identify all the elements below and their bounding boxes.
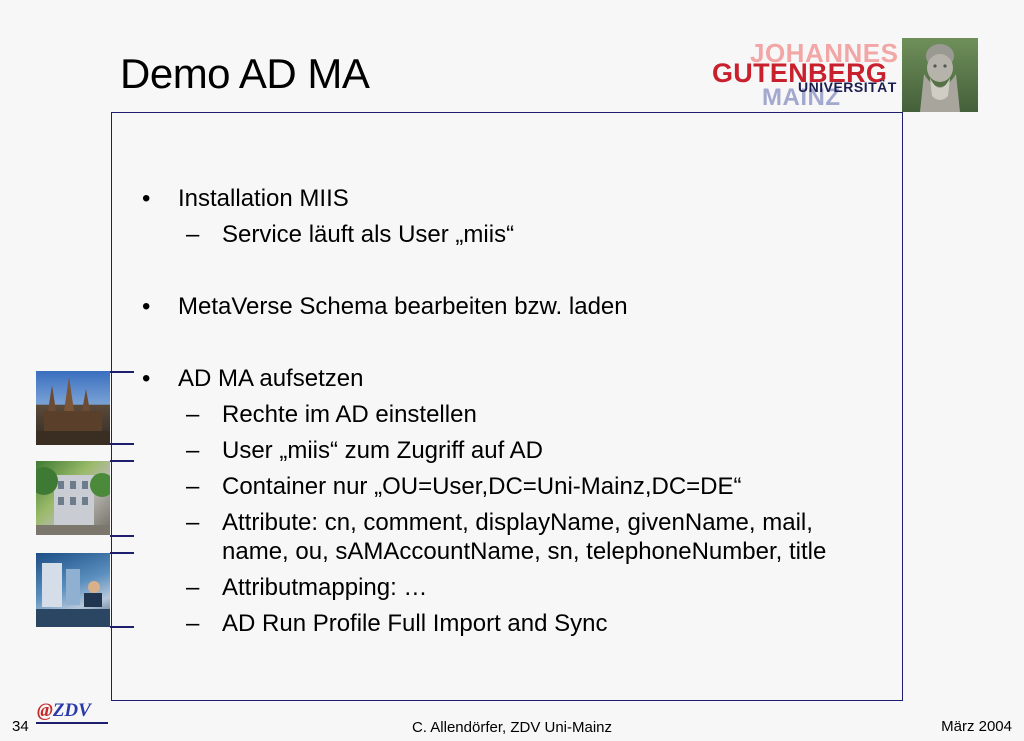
computer-lab-icon [36,563,110,627]
frame-tick [110,626,134,628]
dash-mark: – [186,574,200,601]
sub-bullet-text: Rechte im AD einstellen [222,401,477,428]
dash-mark: – [186,509,200,536]
bullet-list: • Installation MIIS – Service läuft als … [140,184,880,638]
sub-bullet-text: Service läuft als User „miis“ [222,221,515,248]
bullet-item: • Installation MIIS [140,184,880,213]
cathedral-photo [36,371,110,445]
bullet-mark: • [142,365,151,392]
frame-tick [110,552,134,554]
sub-bullet-text: User „miis“ zum Zugriff auf AD [222,437,543,464]
footer-date: März 2004 [941,718,1012,735]
bullet-item: • MetaVerse Schema bearbeiten bzw. laden [140,292,880,321]
logo-johannes: JOHANNES [750,38,899,68]
sub-bullet-item: – Attributmapping: … [140,573,880,602]
dash-mark: – [186,473,200,500]
sub-bullet-item: – Rechte im AD einstellen [140,400,880,429]
page-number: 34 [12,718,29,735]
dash-mark: – [186,610,200,637]
bullet-mark: • [142,293,151,320]
zdv-underline [36,722,108,724]
sub-bullet-item: – Container nur „OU=User,DC=Uni-Mainz,DC… [140,472,880,501]
sub-bullet-item: – AD Run Profile Full Import and Sync [140,609,880,638]
slide-title: Demo AD MA [120,50,370,97]
content-frame [111,112,903,701]
frame-tick [110,460,134,462]
sub-bullet-item: – Attribute: cn, comment, displayName, g… [140,508,862,566]
frame-tick [110,443,134,445]
frame-tick [110,535,134,537]
dash-mark: – [186,437,200,464]
logo-gutenberg: GUTENBERG [712,58,888,88]
bullet-text: MetaVerse Schema bearbeiten bzw. laden [178,293,628,320]
bullet-text: Installation MIIS [178,185,349,212]
zdv-text: ZDV [52,700,91,721]
sub-bullet-text: Container nur „OU=User,DC=Uni-Mainz,DC=D… [222,473,742,500]
building-icon [36,467,110,535]
logo-mainz: MAINZ [762,84,841,111]
university-logo: JOHANNES GUTENBERG MAINZ UNIVERSITÄT [712,38,899,112]
footer-author: C. Allendörfer, ZDV Uni-Mainz [411,719,613,736]
sub-bullet-text: Attributmapping: … [222,574,428,601]
bullet-item: • AD MA aufsetzen [140,364,880,393]
computer-lab-photo [36,553,110,627]
gutenberg-statue-image [902,38,978,112]
dash-mark: – [186,401,200,428]
bullet-text: AD MA aufsetzen [178,365,364,392]
dash-mark: – [186,221,200,248]
bullet-mark: • [142,185,151,212]
building-photo [36,461,110,535]
sub-bullet-item: – User „miis“ zum Zugriff auf AD [140,436,880,465]
sub-bullet-item: – Service läuft als User „miis“ [140,220,880,249]
sub-bullet-text: AD Run Profile Full Import and Sync [222,610,608,637]
sub-bullet-text: Attribute: cn, comment, displayName, giv… [222,509,827,565]
zdv-logo: @ZDV [37,700,91,722]
cathedral-icon [36,377,110,445]
logo-universitaet: UNIVERSITÄT [798,79,897,95]
zdv-at: @ [37,700,53,721]
statue-icon [920,44,960,112]
frame-tick [110,371,134,373]
